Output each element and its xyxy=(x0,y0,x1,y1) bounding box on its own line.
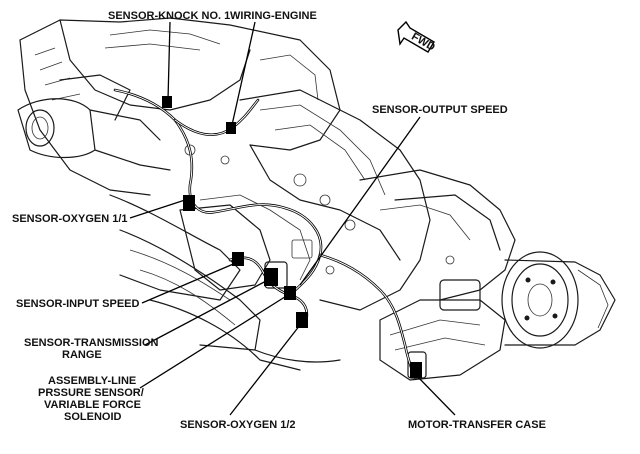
label-assembly-line1: ASSEMBLY-LINE xyxy=(48,375,136,387)
label-sensor-oxygen-12: SENSOR-OXYGEN 1/2 xyxy=(180,419,296,431)
wiring-harness xyxy=(113,88,422,380)
fwd-arrow-icon: FWD xyxy=(397,20,437,54)
label-transmission-range-line1: SENSOR-TRANSMISSION xyxy=(24,337,159,349)
label-sensor-input-speed: SENSOR-INPUT SPEED xyxy=(16,298,140,310)
label-assembly-line4: SOLENOID xyxy=(64,411,122,423)
label-wiring-engine: WIRING-ENGINE xyxy=(230,10,317,22)
leader-lines xyxy=(129,21,456,416)
engine-line-art xyxy=(17,17,616,381)
fwd-label: FWD xyxy=(409,31,437,54)
label-assembly-line3: VARIABLE FORCE xyxy=(44,399,141,411)
label-transmission-range-line2: RANGE xyxy=(62,349,102,361)
label-motor-transfer-case: MOTOR-TRANSFER CASE xyxy=(408,419,546,431)
label-sensor-output-speed: SENSOR-OUTPUT SPEED xyxy=(372,104,508,116)
callout-labels: SENSOR-KNOCK NO. 1 WIRING-ENGINE SENSOR-… xyxy=(12,10,546,431)
label-sensor-knock: SENSOR-KNOCK NO. 1 xyxy=(108,10,230,22)
label-sensor-oxygen-11: SENSOR-OXYGEN 1/1 xyxy=(12,213,128,225)
label-assembly-line2: PRSSURE SENSOR/ xyxy=(38,387,144,399)
